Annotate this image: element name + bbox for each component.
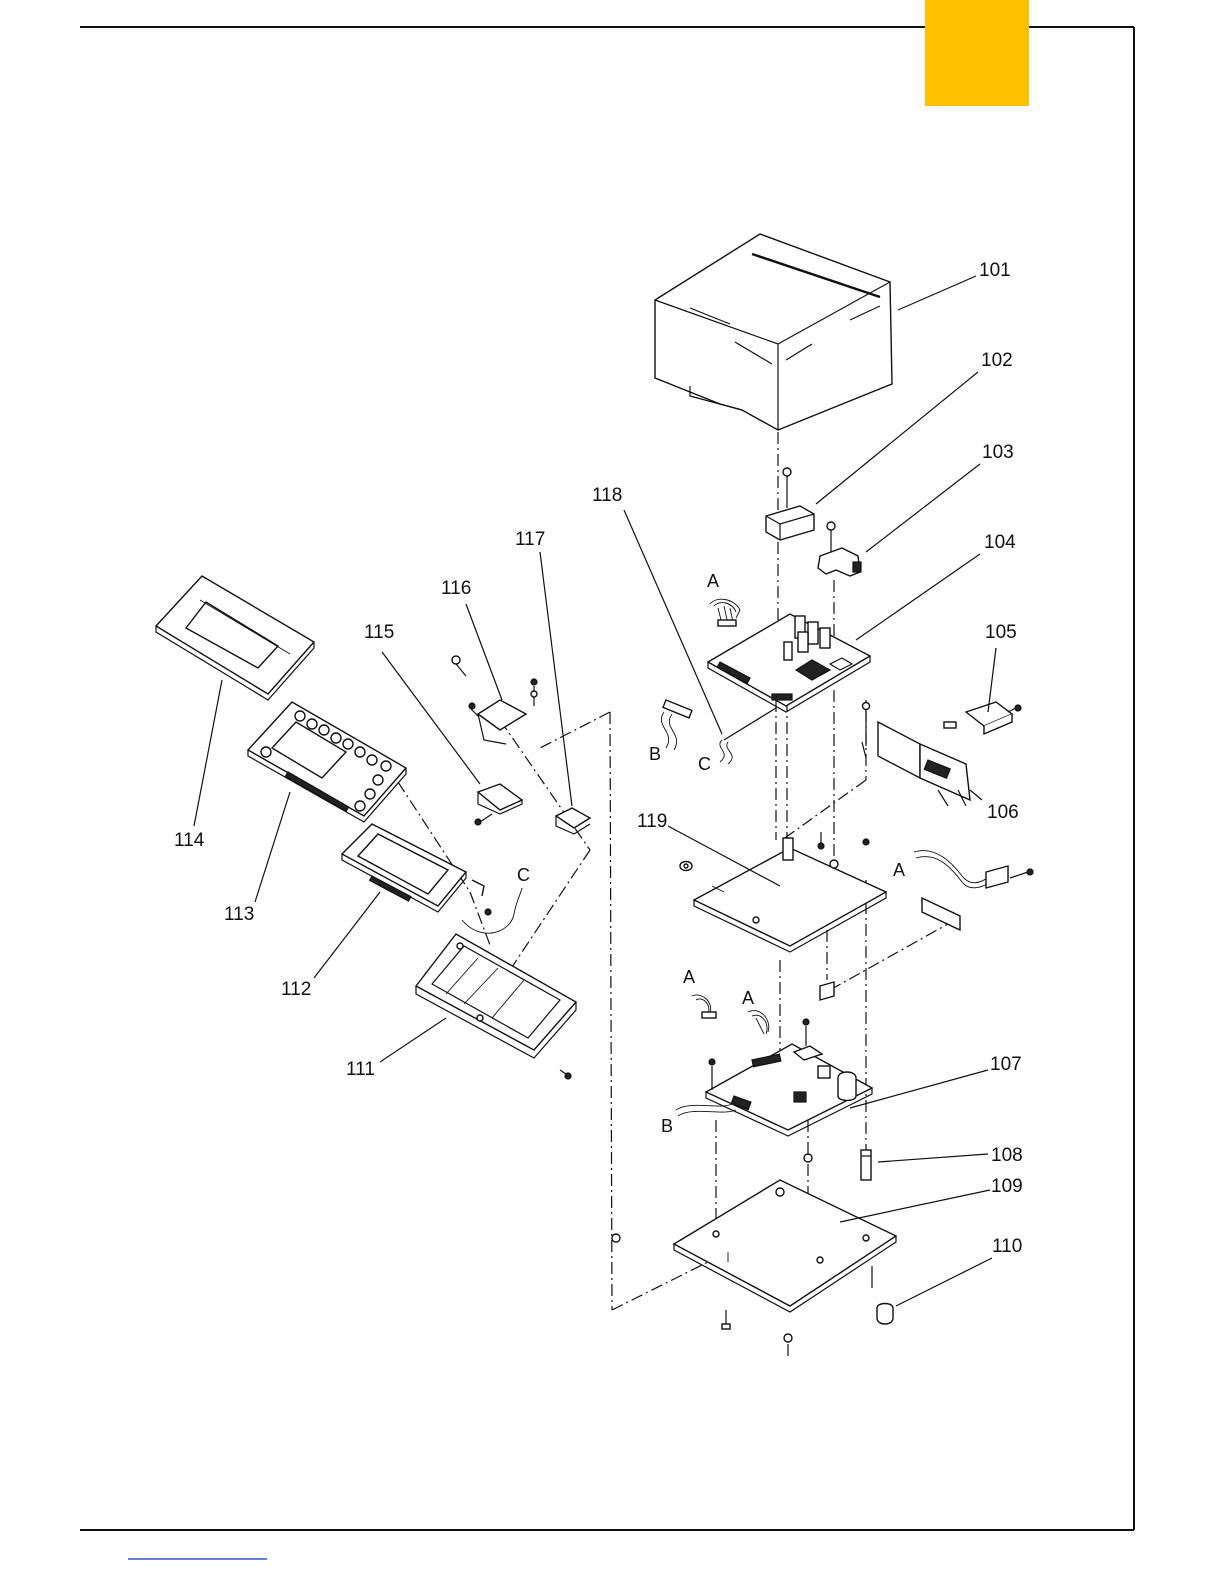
callout-110: 110 [992,1236,1022,1257]
callout-107: 107 [990,1054,1022,1075]
callout-106: 106 [987,802,1019,823]
ref-a-lower-right: A [742,988,754,1008]
part-102-block [766,468,814,540]
part-106-frame-bracket [862,700,970,806]
ref-a-right: A [893,860,905,880]
part-115-bracket [475,784,522,825]
part-116-hinge-bracket [452,656,537,744]
callout-108: 108 [991,1145,1023,1166]
part-119-middle-board [680,832,886,952]
ref-c-top: C [698,754,711,774]
callout-102: 102 [981,350,1013,371]
connector-b-c-cables-top [661,700,776,764]
page-border [80,27,1134,1530]
callout-101: 101 [979,260,1011,281]
callout-118: 118 [592,485,622,506]
part-101-top-cover [655,234,892,430]
ref-a-top: A [707,571,719,591]
callout-109: 109 [991,1176,1023,1197]
callout-112: 112 [281,979,311,1000]
callout-115: 115 [364,622,394,643]
part-112-lcd-module [342,824,522,933]
ref-c-left: C [517,865,530,885]
part-114-keypad-overlay [156,576,314,700]
callout-116: 116 [441,578,471,599]
connector-a-ribbon-top [710,599,740,626]
callout-103: 103 [982,442,1014,463]
ref-b-lower: B [661,1116,673,1136]
part-108-standoff [861,1150,871,1180]
callout-113: 113 [224,904,254,925]
yellow-section-tab [925,0,1029,106]
part-113-keypad [248,702,406,822]
callout-104: 104 [984,532,1016,553]
part-103-bracket [818,522,861,576]
part-104-main-board [708,614,870,712]
ref-b-top: B [649,744,661,764]
part-107-lower-board [706,1019,872,1136]
part-111-front-housing [416,934,576,1079]
callout-119: 119 [637,811,667,832]
part-117-latch [556,808,590,834]
callout-105: 105 [985,622,1017,643]
callout-114: 114 [174,830,205,851]
callout-111: 111 [346,1059,375,1080]
callout-117: 117 [515,529,545,550]
ref-a-lower-left: A [683,967,695,987]
part-105-mount-plate [966,702,1021,734]
